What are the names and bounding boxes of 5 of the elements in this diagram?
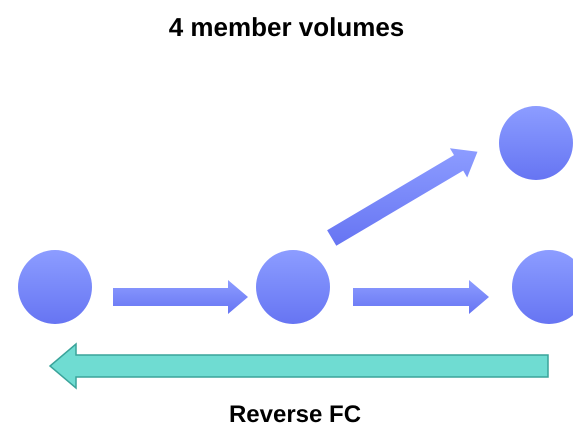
block-arrow [113,280,248,314]
block-arrow [48,342,549,390]
block-arrow [353,280,489,314]
block-arrow [327,148,478,246]
title: 4 member volumes [168,11,406,44]
